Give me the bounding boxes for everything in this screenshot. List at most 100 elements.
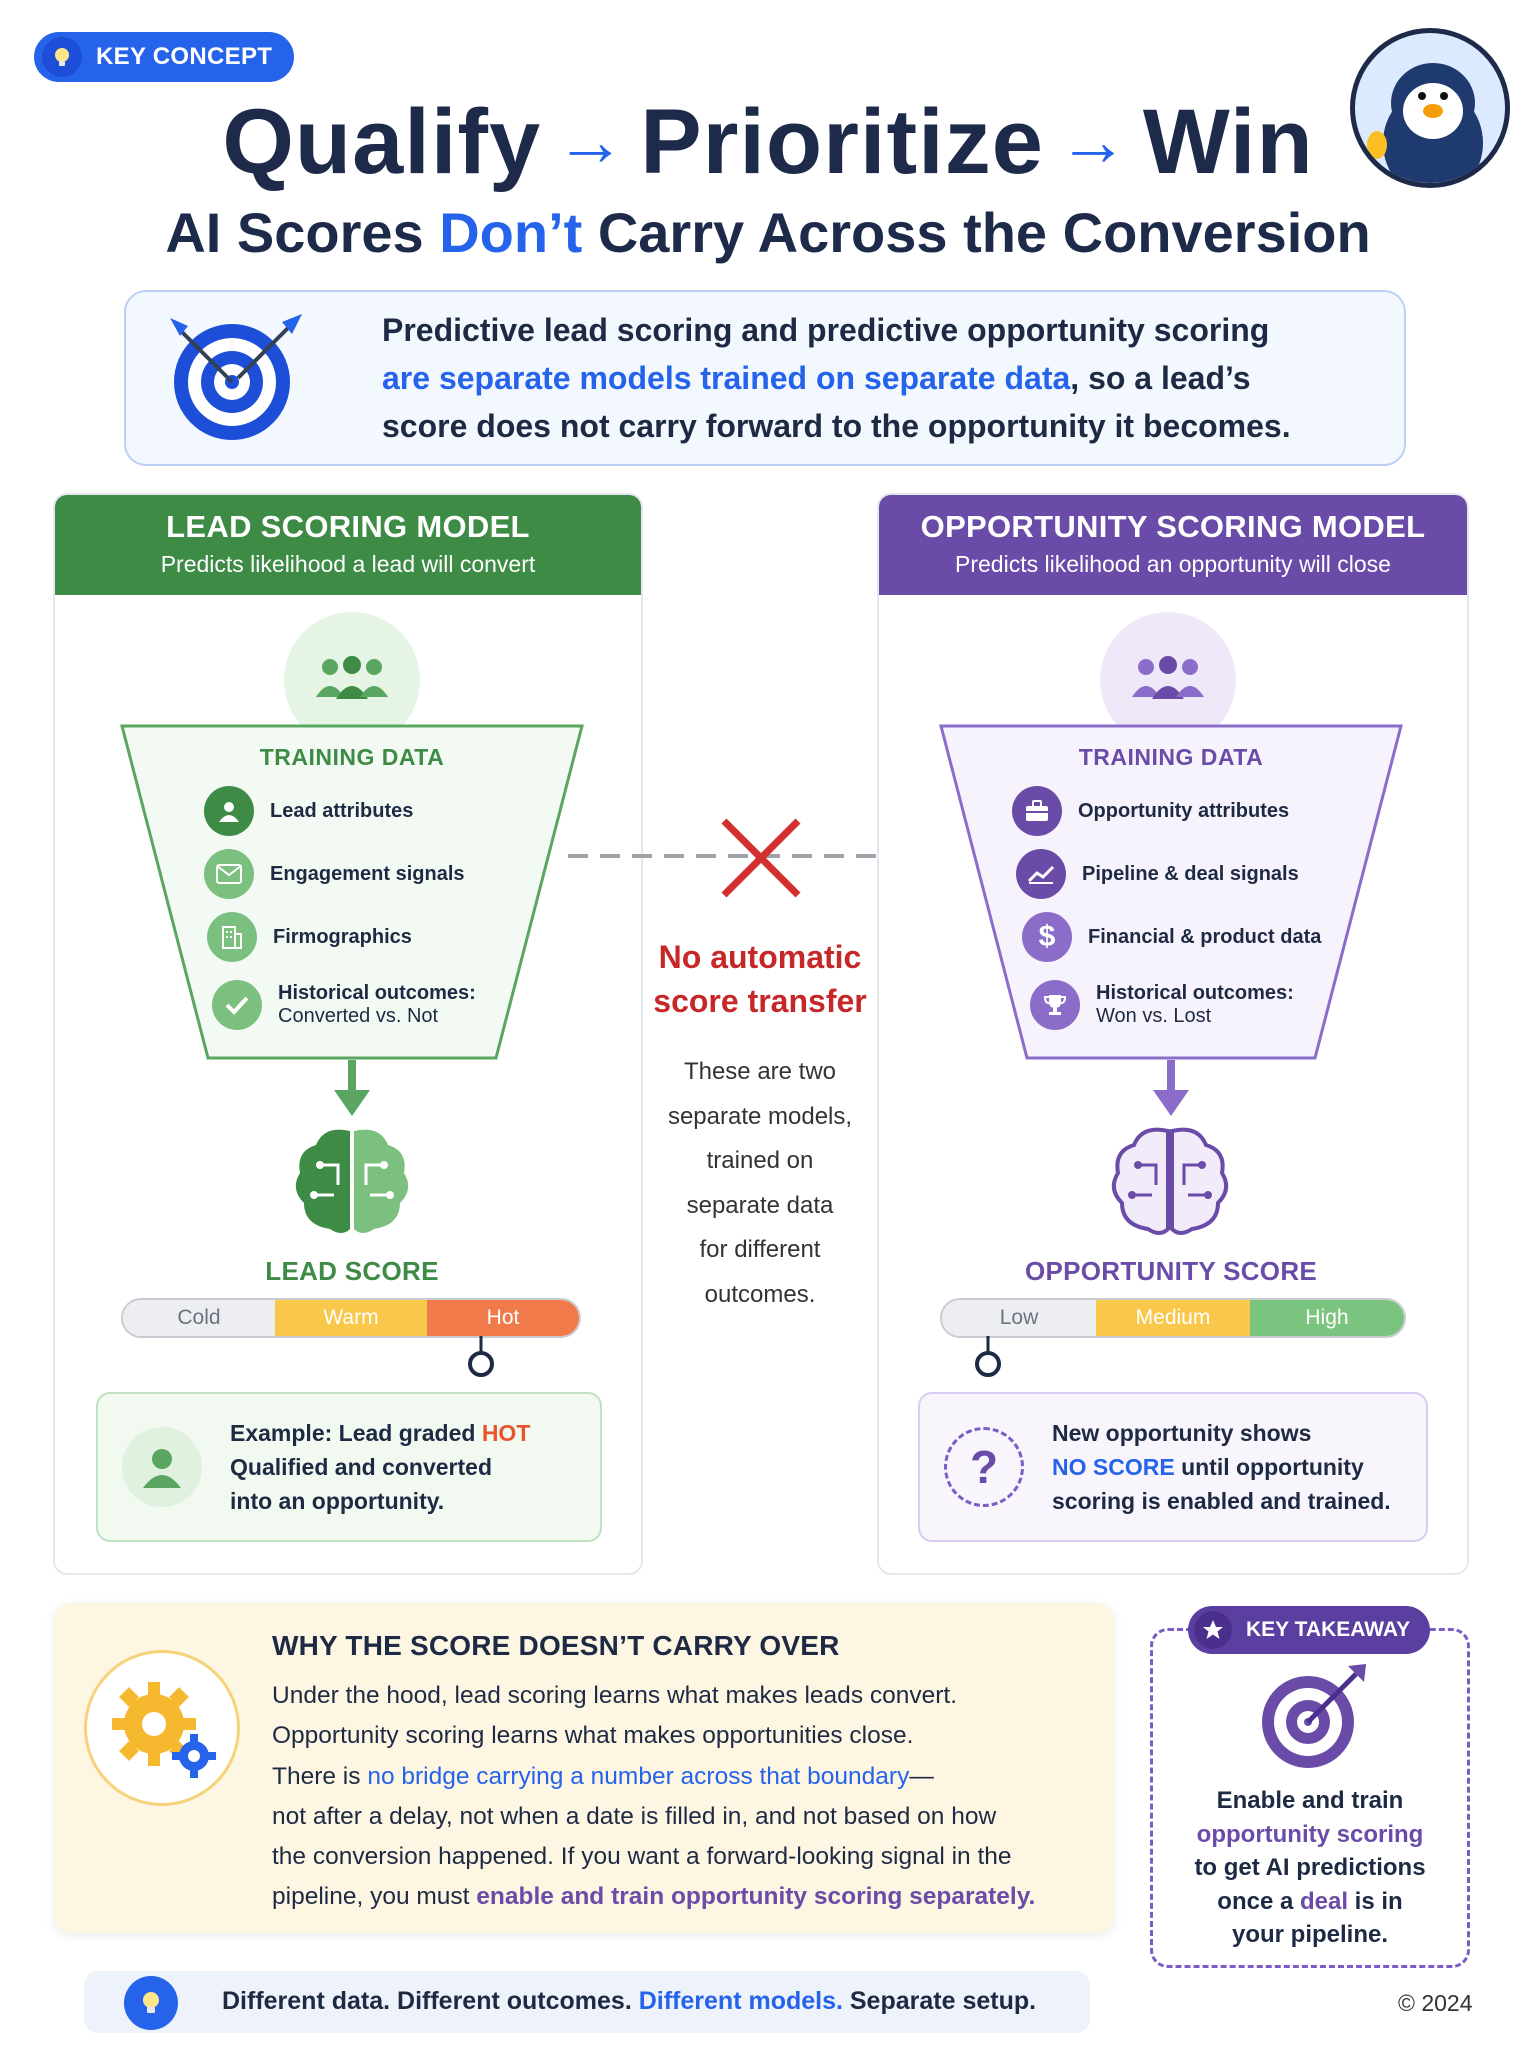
lead-example-card: Example: Lead graded HOT Qualified and c… [96,1392,602,1542]
lead-item-label: Lead attributes [270,799,414,822]
arrow-right-icon: → [1057,102,1129,180]
trophy-icon [1030,980,1080,1030]
title-qualify: Qualify [222,91,542,193]
lead-example-line: into an opportunity. [230,1488,445,1514]
opp-example-line: scoring is enabled and trained. [1052,1488,1391,1514]
why-line: not after a delay, not when a date is fi… [272,1802,997,1830]
opp-item-pipeline: Pipeline & deal signals [1016,849,1299,899]
red-x-icon [721,818,801,898]
key-concept-badge: KEY CONCEPT [34,32,295,82]
building-icon [207,912,257,962]
target-icon [1262,1664,1366,1768]
opportunity-example-text: New opportunity shows NO SCORE until opp… [1052,1416,1391,1518]
opp-example-part: until opportunity [1174,1454,1364,1480]
down-arrow-icon [334,1060,370,1116]
intro-box [124,290,1406,466]
title-prioritize: Prioritize [640,91,1044,193]
lead-panel-title: LEAD SCORING MODEL [166,509,530,544]
lead-training-label: TRAINING DATA [259,744,445,770]
score-segment-medium: Medium [1096,1300,1250,1336]
opportunity-score-title: OPPORTUNITY SCORE [1024,1256,1318,1286]
lead-example-text: Example: Lead graded HOT Qualified and c… [230,1416,530,1518]
why-line: Opportunity scoring learns what makes op… [272,1722,914,1750]
lead-item-label: Engagement signals [270,862,465,885]
trend-chart-icon [1016,849,1066,899]
opp-item-outcomes: Historical outcomes:Won vs. Lost [1030,980,1294,1030]
why-box [54,1603,1114,1933]
middle-text-line: separate models, [667,1102,853,1130]
middle-text-line: These are two [683,1058,837,1085]
why-line: Under the hood, lead scoring learns what… [272,1682,958,1709]
lead-item-label: Firmographics [273,925,412,948]
opportunity-example-card: ? New opportunity shows NO SCORE until o… [918,1392,1428,1542]
no-transfer-title: No automatic score transfer [640,935,880,1023]
why-highlight: enable and train opportunity scoring sep… [476,1883,1036,1911]
person-icon [204,786,254,836]
person-icon [122,1427,202,1507]
score-pin-marker [975,1336,1001,1377]
checkmark-icon [212,980,262,1030]
takeaway-part: once a [1217,1887,1300,1915]
score-segment-high: High [1250,1300,1404,1336]
takeaway-text: Enable and train opportunity scoring to … [1160,1784,1460,1952]
opp-item-label: Pipeline & deal signals [1082,862,1299,885]
score-segment-warm: Warm [275,1300,427,1336]
score-segment-hot: Hot [427,1300,579,1336]
middle-text-line: separate data [686,1191,834,1219]
score-segment-cold: Cold [123,1300,275,1336]
arrow-right-icon: → [555,102,627,180]
opp-item-attributes: Opportunity attributes [1012,786,1289,836]
brain-circuit-icon [1111,1127,1229,1235]
takeaway-line: once a deal is in [1160,1885,1460,1919]
subtitle-highlight: Don’t [439,201,583,264]
opp-item-label: Opportunity attributes [1078,799,1290,822]
briefcase-icon [1012,786,1062,836]
penguin-mascot-icon [1350,28,1510,188]
footer-part: Separate setup. [842,1987,1037,2015]
lead-example-line: Qualified and converted [230,1454,492,1480]
lead-example-grade: HOT [481,1420,531,1446]
middle-text-line: outcomes. [704,1280,816,1308]
opp-item-label: Historical outcomes: [1096,982,1294,1004]
envelope-icon [204,849,254,899]
lead-panel-subtitle: Predicts likelihood a lead will convert [160,551,536,577]
takeaway-part: is in [1348,1887,1403,1915]
lead-item-attributes: Lead attributes [204,786,413,836]
lead-item-text: Historical outcomes:Converted vs. Not [278,982,476,1028]
lead-panel-header: LEAD SCORING MODEL Predicts likelihood a… [55,495,641,595]
lead-item-sub: Converted vs. Not [278,1005,439,1027]
middle-text-line: trained on [706,1147,814,1174]
intro-highlight: are separate models trained on separate … [382,360,1071,396]
takeaway-line: opportunity scoring [1196,1820,1424,1848]
lead-item-label: Historical outcomes: [278,982,476,1004]
no-transfer-line: No automatic [658,939,862,975]
lead-score-bar: Cold Warm Hot [121,1298,581,1338]
copyright: © 2024 [1398,1990,1473,2016]
intro-text-part: , so a lead’s [1070,360,1251,396]
score-pin-marker [468,1336,494,1377]
takeaway-line: to get AI predictions [1194,1854,1426,1881]
key-takeaway-badge: KEY TAKEAWAY [1188,1606,1431,1654]
opp-example-line: New opportunity shows [1052,1420,1312,1446]
footer-highlight: Different models. [638,1987,843,2015]
question-mark-icon: ? [944,1427,1024,1507]
lightbulb-icon [42,37,82,77]
down-arrow-icon [1153,1060,1189,1116]
title-win: Win [1142,91,1314,193]
lead-item-firmographics: Firmographics [207,912,412,962]
brain-circuit-icon [295,1129,409,1233]
star-icon [1194,1611,1232,1649]
intro-text: Predictive lead scoring and predictive o… [382,306,1382,450]
page-title: Qualify→Prioritize→Win [0,90,1536,195]
intro-line: score does not carry forward to the oppo… [382,408,1291,444]
target-dartboard-icon [150,300,320,450]
takeaway-line: Enable and train [1216,1787,1404,1814]
no-transfer-line: score transfer [653,983,867,1019]
why-title: WHY THE SCORE DOESN’T CARRY OVER [272,1630,840,1661]
why-highlight: no bridge carrying a number across that … [367,1762,910,1790]
key-takeaway-label: KEY TAKEAWAY [1246,1618,1411,1641]
opp-item-text: Historical outcomes:Won vs. Lost [1096,982,1294,1028]
lead-score-title: LEAD SCORE [265,1256,439,1286]
no-transfer-text: These are two separate models, trained o… [640,1050,880,1317]
intro-line: Predictive lead scoring and predictive o… [382,312,1270,348]
